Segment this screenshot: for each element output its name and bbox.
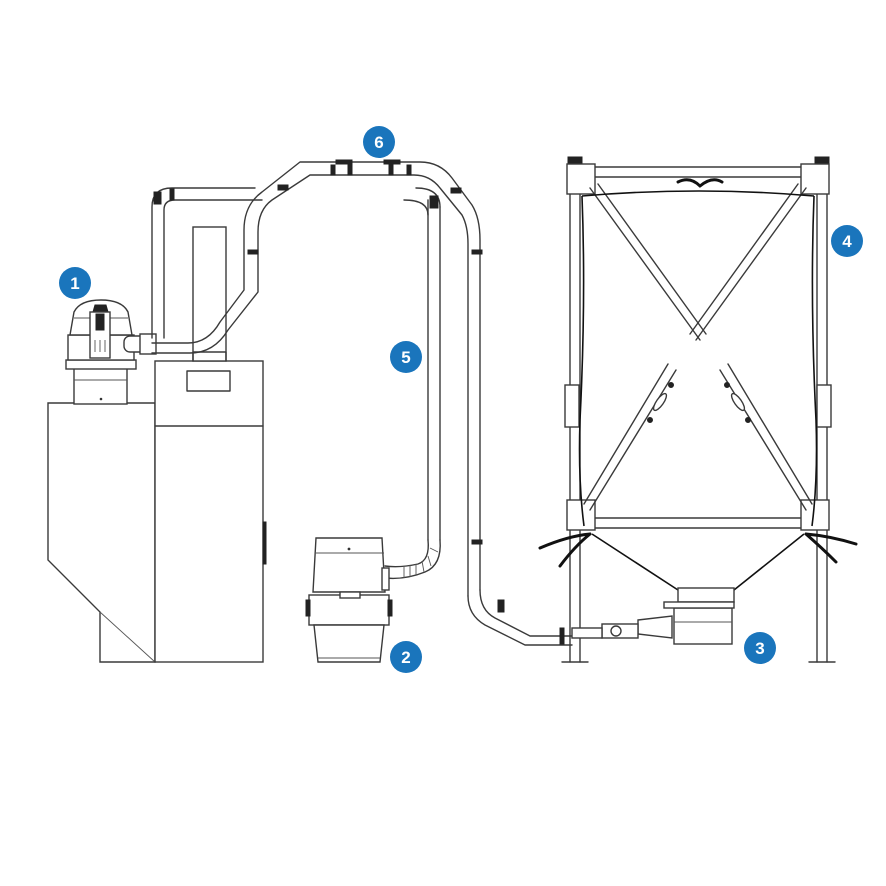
marker-6: 6 — [363, 126, 395, 158]
marker-6-label: 6 — [374, 133, 383, 152]
marker-5: 5 — [390, 341, 422, 373]
vacuum-return-nozzle — [123, 333, 157, 355]
marker-2: 2 — [390, 641, 422, 673]
vacuum-unit-top — [65, 299, 137, 405]
marker-1: 1 — [59, 267, 91, 299]
marker-5-label: 5 — [401, 348, 410, 367]
marker-4-label: 4 — [842, 232, 852, 251]
marker-4: 4 — [831, 225, 863, 257]
pellet-cyclone-unit — [305, 537, 393, 663]
marker-1-label: 1 — [70, 274, 79, 293]
marker-2-label: 2 — [401, 648, 410, 667]
marker-3: 3 — [744, 632, 776, 664]
marker-3-label: 3 — [755, 639, 764, 658]
pipe-network — [151, 159, 573, 646]
boiler-cabinet — [154, 226, 267, 663]
boiler-hopper — [47, 402, 156, 663]
suction-unit — [571, 601, 735, 645]
silo-frame — [538, 156, 858, 663]
